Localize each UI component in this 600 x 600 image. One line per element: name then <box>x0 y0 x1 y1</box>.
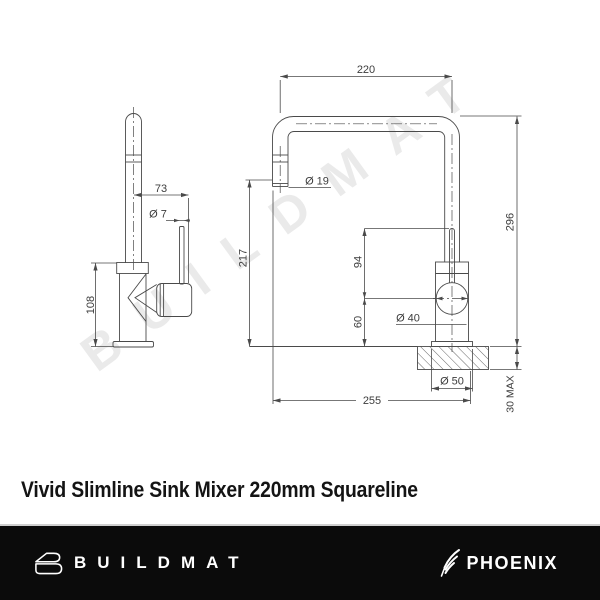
front-handle-lever <box>449 228 455 284</box>
phoenix-wordmark: PHOENIX <box>466 552 558 573</box>
front-spout-inner <box>287 131 446 262</box>
side-handle-lever <box>179 226 185 285</box>
dim-overall-projection-label: 255 <box>363 395 381 407</box>
dim-lever-diameter-label: Ø 7 <box>149 209 167 221</box>
front-view-drawing <box>249 116 489 370</box>
product-title: Vivid Slimline Sink Mixer 220mm Squareli… <box>21 477 418 502</box>
buildmat-wordmark: BUILDMAT <box>74 553 250 572</box>
side-view-drawing <box>112 107 193 348</box>
phoenix-logo: PHOENIX <box>438 547 558 579</box>
front-spout-outer <box>272 116 460 262</box>
dim-flange-diameter-label: Ø 50 <box>440 376 464 388</box>
technical-drawing: 73 Ø 7 108 <box>85 64 522 413</box>
dim-side-reach-label: 73 <box>155 183 167 195</box>
footer-bar: BUILDMAT PHOENIX <box>0 524 600 600</box>
side-base-flange <box>112 341 154 348</box>
dim-lever-top-height-label: 94 <box>353 256 365 268</box>
dim-body-diameter-label: Ø 40 <box>396 313 420 325</box>
dim-outlet-to-bench-label: 60 <box>353 316 365 328</box>
benchtop-cross-section <box>417 346 489 370</box>
side-handle-housing <box>156 283 193 317</box>
side-view-dimensions <box>91 192 190 347</box>
phoenix-feather-icon <box>441 549 461 577</box>
dim-body-height-label: 108 <box>85 296 97 314</box>
front-view-dimensions <box>245 74 522 404</box>
buildmat-logo: BUILDMAT <box>33 548 250 579</box>
side-body-cap <box>116 262 149 274</box>
buildmat-logo-icon <box>35 552 63 574</box>
dim-overall-height-label: 296 <box>505 213 517 231</box>
dim-spout-width-label: 220 <box>357 64 375 76</box>
dim-bench-thickness-label: 30 MAX <box>505 375 517 412</box>
dim-spout-tube-diameter-label: Ø 19 <box>305 176 329 188</box>
dim-spout-clearance-label: 217 <box>238 249 250 267</box>
